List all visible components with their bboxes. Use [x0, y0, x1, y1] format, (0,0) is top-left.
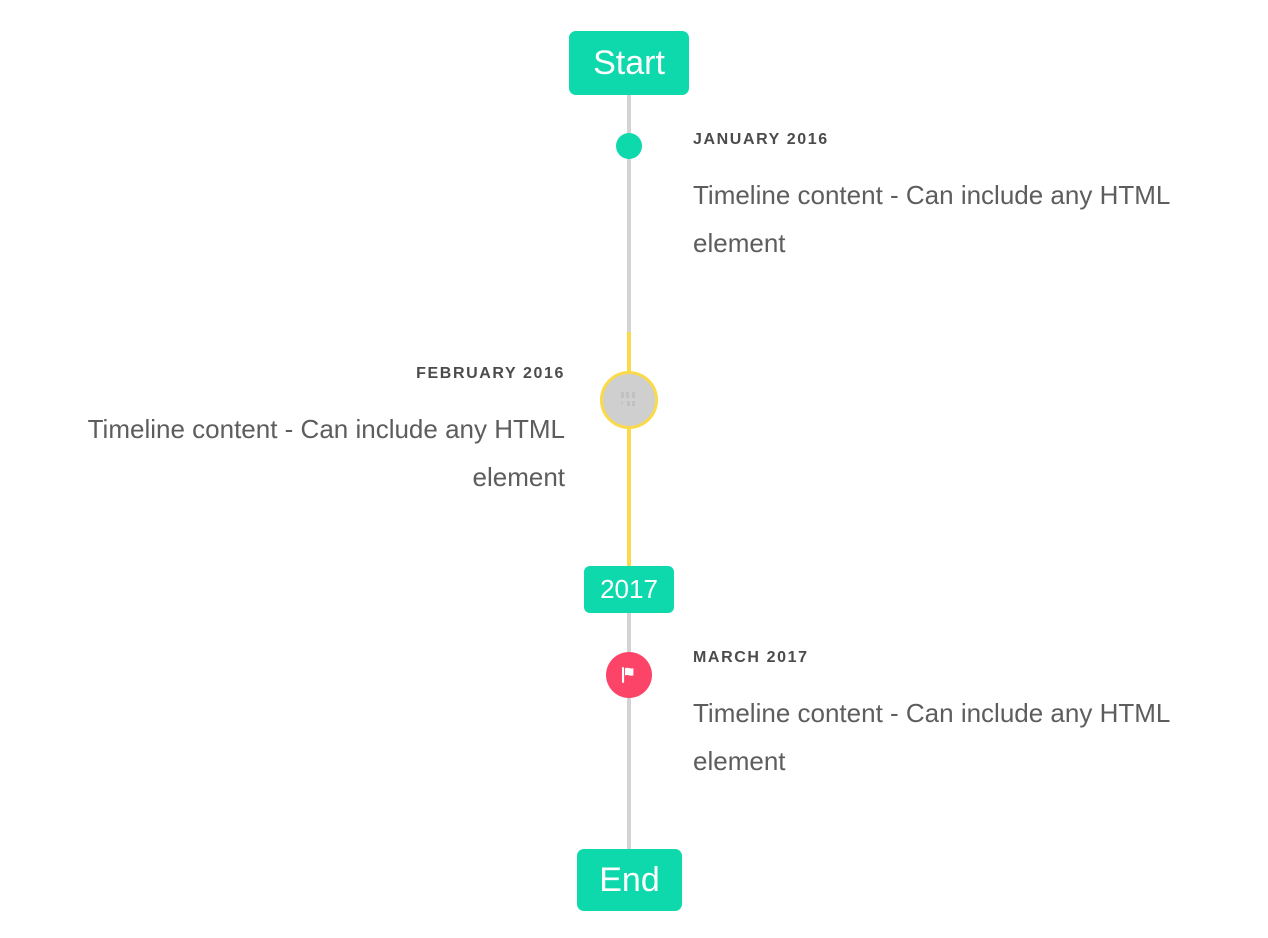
- timeline-entry-body: Timeline content - Can include any HTML …: [693, 179, 1170, 258]
- timeline-entry-march-2017: MARCH 2017 Timeline content - Can includ…: [693, 649, 1233, 785]
- marker-flag-icon[interactable]: [606, 652, 652, 698]
- timeline-start-label: Start: [593, 43, 665, 82]
- marker-broken-image-icon[interactable]: [600, 371, 658, 429]
- timeline-entry-january-2016: JANUARY 2016 Timeline content - Can incl…: [693, 131, 1233, 267]
- timeline-axis-segment-highlight: [627, 332, 631, 566]
- timeline-entry-date: MARCH 2017: [693, 649, 809, 666]
- broken-image-glyph-icon: [620, 392, 638, 408]
- timeline-year-badge[interactable]: 2017: [584, 566, 674, 613]
- timeline-entry-date: JANUARY 2016: [693, 131, 829, 148]
- timeline-axis-segment-top: [627, 95, 631, 332]
- timeline-entry-body: Timeline content - Can include any HTML …: [87, 413, 565, 492]
- marker-dot-icon[interactable]: [616, 133, 642, 159]
- timeline-entry-february-2016: FEBRUARY 2016 Timeline content - Can inc…: [25, 365, 565, 501]
- timeline-entry-date: FEBRUARY 2016: [416, 365, 565, 382]
- timeline-axis-segment-bottom: [627, 613, 631, 849]
- timeline-end-badge[interactable]: End: [577, 849, 682, 911]
- timeline-entry-body: Timeline content - Can include any HTML …: [693, 697, 1170, 776]
- timeline-start-badge[interactable]: Start: [569, 31, 689, 95]
- timeline-year-label: 2017: [600, 574, 658, 604]
- timeline-end-label: End: [599, 860, 660, 899]
